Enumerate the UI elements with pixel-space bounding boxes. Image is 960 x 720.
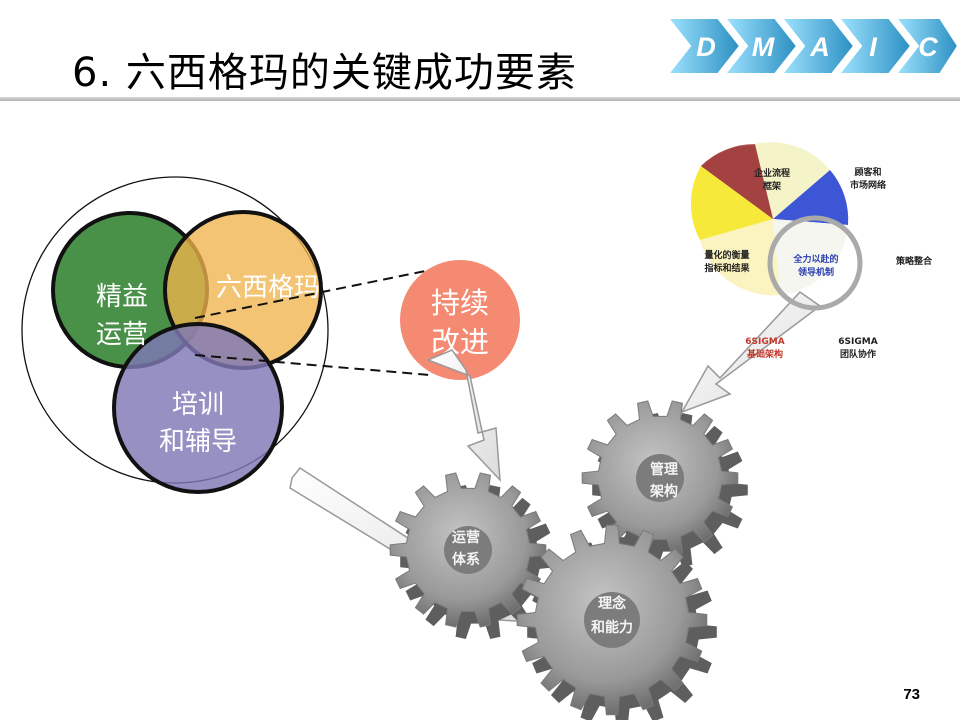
- title-divider: [0, 97, 960, 101]
- svg-text:6SIGMA: 6SIGMA: [838, 337, 877, 347]
- pie-slice-bottomleft: [700, 219, 780, 296]
- arrow-ci-to-operations: [425, 349, 501, 483]
- svg-text:策略整合: 策略整合: [895, 255, 933, 267]
- dmaic-step-d: D: [665, 17, 742, 75]
- pie-slice-blue: [773, 170, 849, 225]
- svg-text:基础架构: 基础架构: [746, 348, 783, 360]
- dmaic-step-i: I: [836, 17, 913, 75]
- venn-label-training-1: 培训: [172, 390, 224, 420]
- gear-label-operations-2: 体系: [452, 551, 480, 568]
- svg-text:指标和结果: 指标和结果: [704, 262, 750, 274]
- dmaic-step-c: C: [893, 17, 960, 75]
- page-number: 73: [903, 686, 920, 703]
- svg-text:C: C: [918, 32, 938, 62]
- dashed-connector-bottom: [194, 354, 431, 376]
- svg-text:企业流程: 企业流程: [753, 167, 790, 179]
- dmaic-banner: D M A I C: [665, 17, 960, 75]
- svg-text:I: I: [869, 32, 877, 62]
- svg-text:顾客和: 顾客和: [854, 166, 881, 178]
- venn-circle-training: [112, 322, 284, 494]
- success-factor-wheel: 企业流程 框架 顾客和 市场网络 量化的衡量 指标和结果 全力以赴的 领导机制 …: [690, 142, 933, 360]
- ci-label-1: 持续: [431, 286, 489, 320]
- page-title: 6. 六西格玛的关键成功要素: [72, 50, 577, 96]
- svg-text:领导机制: 领导机制: [798, 266, 834, 278]
- gear-operations: [389, 472, 556, 639]
- continuous-improvement-node: 持续 改进: [400, 260, 520, 380]
- svg-text:市场网络: 市场网络: [850, 179, 886, 191]
- dmaic-step-m: M: [722, 17, 799, 75]
- svg-text:框架: 框架: [763, 180, 781, 192]
- venn-label-lean-2: 运营: [96, 320, 148, 350]
- gear-label-operations-1: 运营: [452, 529, 480, 546]
- gear-philosophy-hub: [584, 592, 640, 648]
- gear-label-philosophy-2: 和能力: [591, 619, 633, 636]
- gear-cluster: 管理 架构 运营 体系 理念 和能力: [389, 400, 748, 720]
- ci-label-2: 改进: [431, 325, 489, 359]
- arrow-pie-to-management: [680, 291, 822, 414]
- dmaic-step-a: A: [779, 17, 856, 75]
- dashed-connector-top: [194, 267, 441, 319]
- venn-diagram: 精益 运营 六西格玛 培训 和辅导: [51, 210, 323, 494]
- venn-label-lean-1: 精益: [96, 282, 148, 312]
- svg-text:M: M: [752, 32, 775, 62]
- pie-slice-rightlow: [773, 219, 848, 295]
- gear-philosophy: [516, 524, 717, 720]
- svg-text:团队协作: 团队协作: [840, 348, 876, 360]
- pie-slice-top: [755, 142, 830, 219]
- venn-label-training-2: 和辅导: [159, 427, 237, 457]
- gear-management: [581, 400, 748, 567]
- gear-label-management-2: 架构: [649, 483, 678, 500]
- gear-label-philosophy-1: 理念: [598, 595, 627, 612]
- pie-hub-ring: [767, 215, 863, 311]
- venn-label-six-sigma: 六西格玛: [216, 273, 320, 303]
- svg-text:D: D: [696, 32, 716, 62]
- gear-operations-hub: [444, 526, 492, 574]
- svg-text:全力以赴的: 全力以赴的: [792, 253, 838, 265]
- svg-text:6SIGMA: 6SIGMA: [745, 337, 784, 347]
- pie-slice-yellow: [690, 166, 773, 240]
- gear-label-management-1: 管理: [650, 461, 678, 478]
- pie-slice-maroon-fade: [701, 143, 773, 219]
- svg-text:A: A: [809, 32, 830, 62]
- svg-text:量化的衡量: 量化的衡量: [704, 249, 749, 261]
- gear-management-hub: [636, 454, 684, 502]
